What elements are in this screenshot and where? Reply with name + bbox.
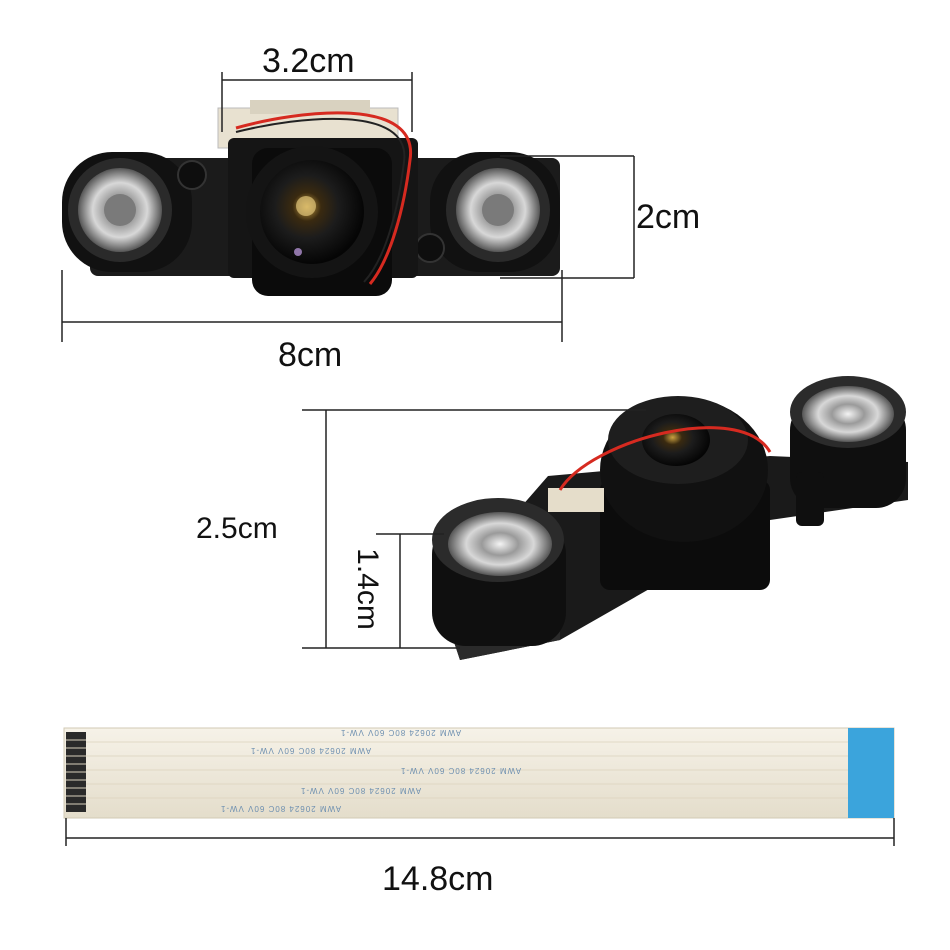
dimension-lines-top	[61, 72, 635, 342]
dimension-label-full-width: 8cm	[278, 336, 343, 374]
ribbon-print-row-4: AWM 20624 80C 60V VW-1	[300, 786, 422, 795]
ribbon-print-row-1: AWM 20624 80C 60V VW-1	[340, 728, 462, 737]
ribbon-print-row-5: AWM 20624 80C 60V VW-1	[220, 804, 342, 813]
front-view-camera	[62, 100, 560, 296]
dimension-label-top-width: 3.2cm	[262, 42, 355, 80]
ribbon-contacts-left	[66, 732, 86, 812]
dimension-lines-cable	[65, 818, 895, 846]
ribbon-cable	[63, 727, 895, 819]
ir-led-right	[430, 152, 560, 272]
ribbon-print-row-2: AWM 20624 80C 60V VW-1	[250, 746, 372, 755]
dimension-lines-angled	[302, 409, 646, 649]
angled-view-camera	[432, 376, 908, 660]
ribbon-contacts-right	[848, 728, 894, 818]
ribbon-print-row-3: AWM 20624 80C 60V VW-1	[400, 766, 522, 775]
dimension-label-cable-length: 14.8cm	[382, 860, 494, 898]
ir-led-front	[432, 498, 566, 646]
camera-lens-angled	[600, 396, 768, 542]
dimension-label-board-thickness: 1.4cm	[350, 548, 384, 630]
ir-led-left	[62, 152, 192, 272]
camera-lens-front	[246, 146, 392, 296]
ir-led-rear	[790, 376, 906, 508]
dimension-label-top-height: 2cm	[636, 198, 701, 236]
dimension-label-side-height: 2.5cm	[196, 512, 278, 545]
